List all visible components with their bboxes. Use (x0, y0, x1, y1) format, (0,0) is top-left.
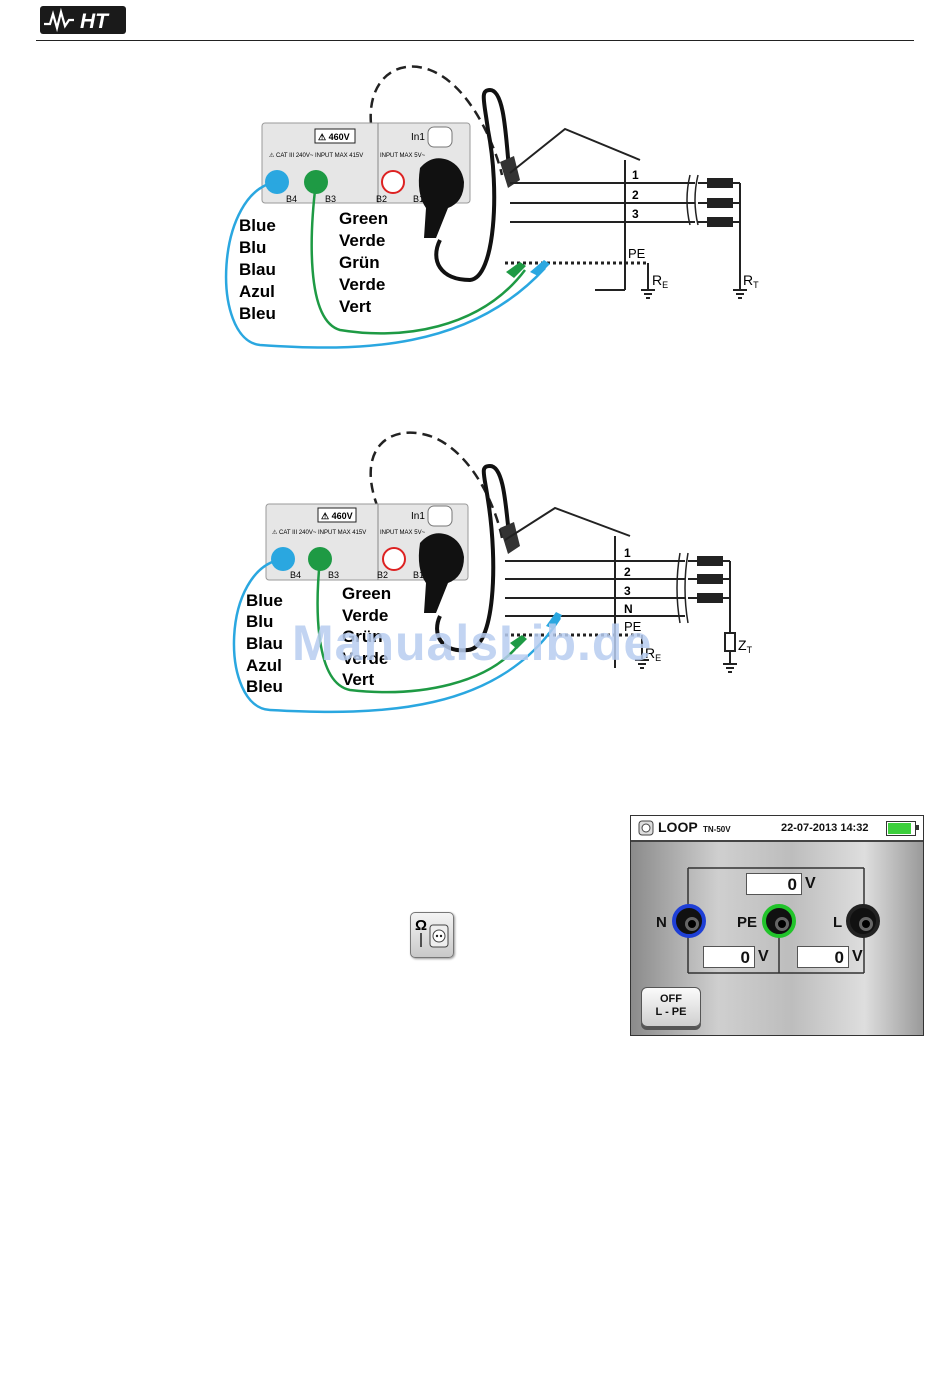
off-l-pe-button[interactable]: OFF L - PE (641, 987, 701, 1027)
terminal-b2 (381, 170, 405, 194)
terminal-label-b3: B3 (328, 570, 339, 580)
blue-word-5: Bleu (246, 677, 283, 696)
voltage-n-l: 0 (746, 873, 802, 895)
terminal-label-b2: B2 (376, 194, 387, 204)
blue-word-2: Blu (239, 238, 266, 257)
transformer-winding (697, 556, 723, 566)
terminal-label-b1: B1 (413, 570, 424, 580)
green-word-5: Vert (339, 297, 371, 316)
watermark: ManualsLib.de (292, 615, 653, 671)
zt-label: ZT (738, 637, 753, 655)
battery-level (888, 823, 911, 834)
green-lead (310, 181, 526, 335)
terminal-label-b3: B3 (325, 194, 336, 204)
off-button-line2: L - PE (655, 1006, 687, 1018)
logo-text: HT (80, 10, 110, 33)
terminal-label-b2: B2 (377, 570, 388, 580)
blue-word-1: Blue (239, 216, 276, 235)
line-2-label: 2 (624, 565, 631, 579)
blue-word-1: Blue (246, 591, 283, 610)
voltage-l-pe-unit: V (852, 948, 863, 965)
line-3-label: 3 (632, 207, 639, 221)
line-2-label: 2 (632, 188, 639, 202)
ohm-socket-icon[interactable]: Ω (410, 912, 454, 958)
re-label: RE (652, 272, 668, 290)
terminal-label-b4: B4 (286, 194, 297, 204)
transformer-winding (707, 178, 733, 188)
blue-word-3: Blau (239, 260, 276, 279)
figure-2-diagram: ⚠ 460V In1 ⚠ CAT III 240V~ INPUT MAX 415… (232, 431, 753, 714)
line-n-label: N (624, 602, 633, 616)
ht-logo: HT (40, 6, 126, 34)
device-input-label: INPUT MAX 5V~ (380, 153, 426, 159)
blue-word-3: Blau (246, 634, 283, 653)
screen-datetime: 22-07-2013 14:32 (781, 822, 869, 834)
clamp-lead (435, 463, 512, 653)
svg-text:Ω: Ω (415, 917, 427, 934)
device-warning: ⚠ 460V (318, 132, 350, 142)
header-rule (36, 40, 914, 41)
figure-1-diagram: ⚠ 460V In1 ⚠ CAT III 240V~ INPUT MAX 415… (224, 65, 759, 349)
green-word-5: Vert (342, 670, 374, 689)
screen-header: LOOP TN-50V 22-07-2013 14:32 (631, 816, 923, 842)
green-lead (316, 558, 521, 694)
blue-probe (546, 612, 562, 629)
green-probe (506, 262, 526, 278)
green-word-4: Verde (339, 275, 385, 294)
green-word-2: Verde (339, 231, 385, 250)
device-cat-label: ⚠ CAT III 240V~ INPUT MAX 415V (272, 529, 366, 536)
terminal-n-label: N (656, 914, 667, 931)
green-word-3: Grün (342, 627, 383, 646)
voltage-n-pe: 0 (703, 946, 755, 968)
screen-wiring (687, 867, 865, 974)
blue-probe (530, 260, 550, 276)
terminal-b2 (382, 547, 406, 571)
blue-word-2: Blu (246, 612, 273, 631)
screen-title: LOOP (658, 819, 698, 835)
device-in-label: In1 (411, 511, 425, 522)
battery-icon (886, 821, 916, 836)
terminal-pe-label: PE (737, 914, 758, 931)
line-1-label: 1 (632, 168, 639, 182)
socket-icon (638, 820, 654, 836)
green-word-2: Verde (342, 606, 388, 625)
voltage-n-l-unit: V (805, 875, 816, 892)
clamp-lead (434, 87, 512, 283)
terminal-label-b1: B1 (413, 194, 424, 204)
blue-word-4: Azul (239, 282, 275, 301)
b1-plug (418, 533, 464, 613)
loop-screen: LOOP TN-50V 22-07-2013 14:32 0 V N PE L … (630, 815, 924, 1036)
b1-plug (418, 158, 464, 238)
terminal-label-b4: B4 (290, 570, 301, 580)
green-word-1: Green (339, 209, 388, 228)
rt-label: RT (743, 272, 759, 290)
pe-label: PE (624, 619, 642, 634)
blue-lead (224, 180, 546, 349)
green-word-1: Green (342, 584, 391, 603)
terminal-pe (762, 904, 796, 938)
zt-impedance (724, 632, 736, 652)
blue-word-4: Azul (246, 656, 282, 675)
terminal-n (672, 904, 706, 938)
blue-lead (232, 557, 562, 714)
line-3-label: 3 (624, 584, 631, 598)
line-1-label: 1 (624, 546, 631, 560)
green-word-3: Grün (339, 253, 380, 272)
device-input-label: INPUT MAX 5V~ (380, 530, 426, 536)
green-probe (510, 635, 527, 649)
device-cat-label: ⚠ CAT III 240V~ INPUT MAX 415V (269, 152, 363, 159)
device-in-label: In1 (411, 132, 425, 143)
device-warning: ⚠ 460V (321, 511, 353, 521)
voltage-n-pe-unit: V (758, 948, 769, 965)
re-label: RE (645, 645, 661, 663)
green-word-4: Verde (342, 649, 388, 668)
screen-mode: TN-50V (703, 825, 731, 834)
off-button-line1: OFF (660, 993, 682, 1005)
crocodile-clip (500, 522, 520, 554)
blue-word-5: Bleu (239, 304, 276, 323)
terminal-l (846, 904, 880, 938)
terminal-l-label: L (833, 914, 843, 931)
voltage-l-pe: 0 (797, 946, 849, 968)
pe-label: PE (628, 246, 646, 261)
